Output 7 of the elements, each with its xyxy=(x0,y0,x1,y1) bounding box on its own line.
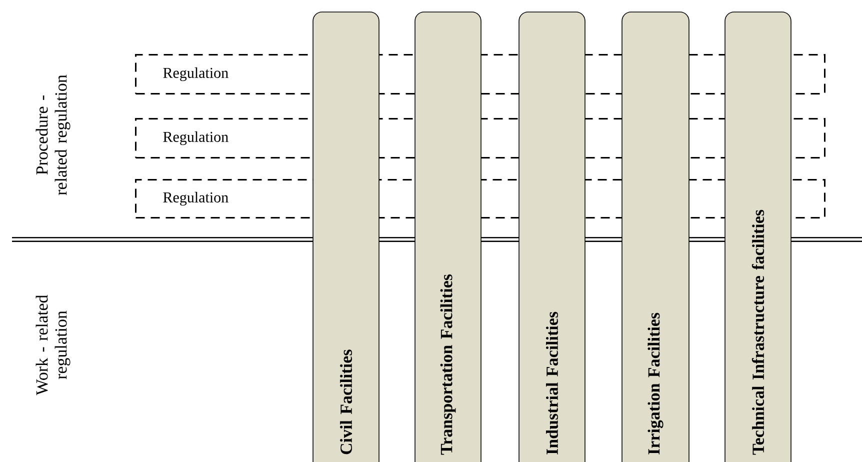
pillar: Civil Facilities xyxy=(312,12,380,462)
side-label: Work - related regulation xyxy=(36,294,70,396)
pillar: Technical Infrastructure facilities xyxy=(724,12,792,462)
pillar: Transportation Facilities xyxy=(414,12,482,462)
side-label: Procedure - related regulation xyxy=(36,74,70,196)
pillar: Industrial Facilities xyxy=(518,12,586,462)
pillar: Irrigation Facilities xyxy=(622,12,690,462)
